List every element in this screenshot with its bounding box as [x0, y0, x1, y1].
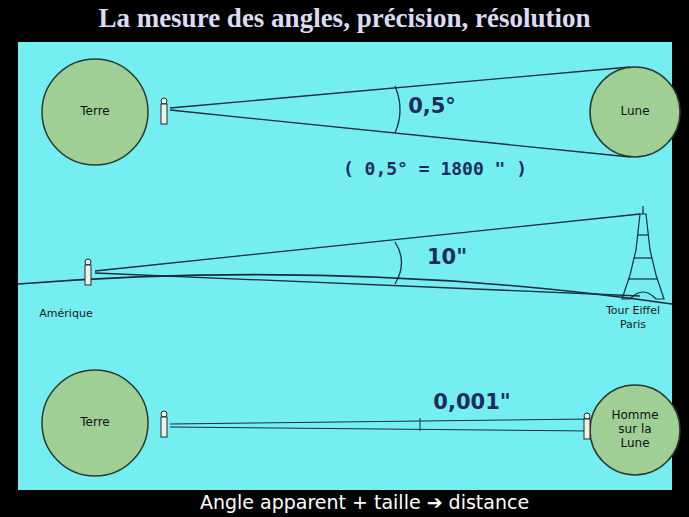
angle-label: 0,5°	[408, 94, 456, 118]
angle-label: 0,001"	[433, 390, 510, 414]
caption: Angle apparent + taille ➔ distance	[20, 491, 689, 513]
place-label: Amérique	[39, 307, 92, 320]
node-label: Terre	[55, 416, 135, 430]
node-label: Homme sur la Lune	[606, 409, 664, 450]
title: La mesure des angles, précision, résolut…	[0, 3, 689, 34]
circle-body: Lune	[588, 65, 682, 159]
conversion-note: ( 0,5° = 1800 " )	[343, 158, 527, 179]
angle-label: 10"	[427, 245, 467, 269]
circle-body: Terre	[40, 368, 150, 478]
circle-body: Terre	[40, 57, 150, 167]
place-label: Tour Eiffel Paris	[602, 304, 664, 333]
node-label: Lune	[600, 105, 670, 119]
circle-body: Homme sur la Lune	[588, 383, 682, 477]
node-label: Terre	[55, 105, 135, 119]
